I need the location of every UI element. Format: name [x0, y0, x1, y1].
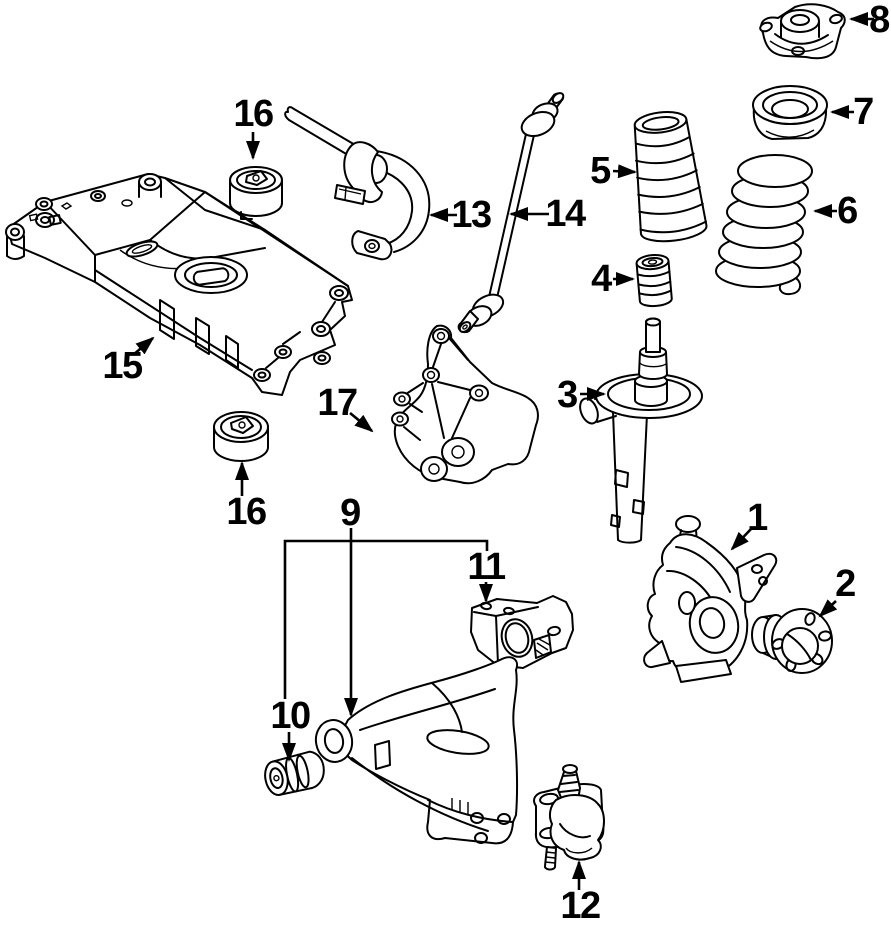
part-coil-spring[interactable]: [715, 154, 813, 296]
callout-13[interactable]: 13: [451, 194, 492, 236]
callout-7[interactable]: 7: [853, 91, 874, 133]
part-ball-joint[interactable]: [533, 764, 605, 871]
callout-8[interactable]: 8: [869, 0, 890, 41]
leader-arrow-2: [818, 599, 838, 618]
callout-4[interactable]: 4: [591, 258, 612, 300]
callout-14[interactable]: 14: [545, 193, 586, 235]
leader-bracket-9: [283, 539, 489, 699]
part-lower-control-arm[interactable]: [313, 656, 519, 845]
callout-2[interactable]: 2: [835, 563, 856, 605]
part-bump-stop[interactable]: [635, 253, 673, 308]
part-crossmember-bushing-upper[interactable]: [229, 166, 283, 220]
callout-12[interactable]: 12: [560, 885, 601, 927]
part-strut-assembly[interactable]: [577, 317, 703, 544]
callout-15[interactable]: 15: [102, 345, 143, 387]
callout-5[interactable]: 5: [590, 150, 611, 192]
callout-9[interactable]: 9: [340, 492, 361, 534]
part-control-arm-front-bushing[interactable]: [262, 749, 328, 797]
part-wheel-hub[interactable]: [751, 608, 833, 674]
callout-1[interactable]: 1: [747, 497, 768, 539]
callout-3[interactable]: 3: [557, 374, 578, 416]
callout-6[interactable]: 6: [837, 190, 858, 232]
part-stabilizer-bar[interactable]: [284, 106, 431, 261]
leader-arrow-1: [730, 528, 752, 551]
leader-arrow-15: [132, 336, 155, 356]
part-strut-mount[interactable]: [759, 3, 846, 60]
callout-17[interactable]: 17: [317, 382, 358, 424]
leader-arrow-5: [612, 164, 637, 179]
part-upper-spring-seat[interactable]: [752, 85, 828, 140]
part-pendulum-support-bracket[interactable]: [391, 324, 539, 485]
part-steering-knuckle[interactable]: [643, 515, 778, 683]
leader-arrow-17: [349, 411, 374, 433]
part-crossmember-bushing-lower[interactable]: [213, 411, 269, 462]
callout-16-upper[interactable]: 16: [233, 93, 274, 135]
callout-16-lower[interactable]: 16: [226, 491, 267, 533]
callout-10[interactable]: 10: [270, 695, 311, 737]
part-strut-dust-boot[interactable]: [627, 108, 708, 244]
part-suspension-crossmember[interactable]: [5, 173, 353, 396]
callout-11[interactable]: 11: [467, 546, 506, 588]
part-control-arm-rear-bushing-bracket[interactable]: [470, 595, 574, 669]
leader-arrows: [132, 12, 874, 890]
